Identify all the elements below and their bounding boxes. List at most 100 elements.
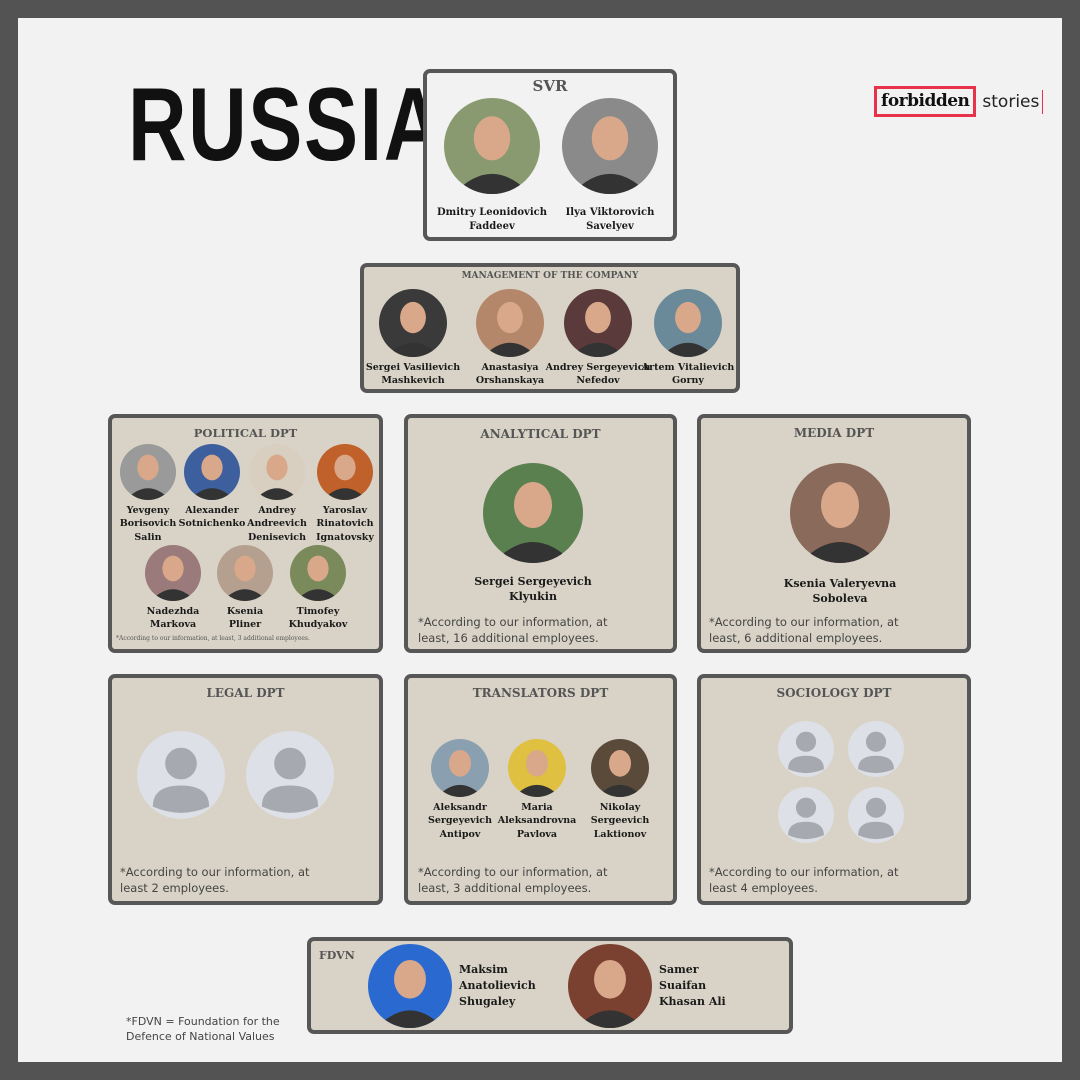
portrait-photo — [654, 289, 722, 357]
footnote-line: Defence of National Values — [126, 1030, 275, 1043]
name-line: Anastasiya — [481, 362, 539, 373]
name-line: Nikolay — [599, 802, 641, 813]
name-line: Markova — [149, 619, 197, 631]
name-line: Yevgeny — [126, 505, 170, 516]
name-line: Rinatovich — [316, 518, 374, 530]
name-line: Dmitry Leonidovich — [437, 207, 547, 218]
name-line: Maksim — [459, 963, 508, 976]
note-line: least, 16 additional employees. — [418, 631, 599, 645]
employee-note: *According to our information, at least 4… — [709, 864, 899, 896]
name-line: Pavlova — [516, 828, 558, 840]
placeholder-avatar-icon — [778, 721, 834, 777]
note-line: *According to our information, at — [709, 615, 899, 629]
name-line: Sergeevich — [590, 815, 650, 827]
portrait-photo — [444, 98, 540, 194]
portrait-photo — [591, 739, 649, 797]
name-line: Aleksandrovna — [497, 815, 577, 827]
name-line: Sotnichenko — [178, 518, 246, 530]
portrait-photo — [790, 463, 890, 563]
name-line: Khasan Ali — [659, 995, 726, 1008]
employee-note: *According to our information, at least, … — [418, 614, 608, 646]
name-line: Nadezhda — [146, 606, 200, 617]
placeholder-avatar-icon — [778, 787, 834, 843]
name-line: Shugaley — [459, 995, 516, 1008]
portrait-photo — [290, 545, 346, 601]
name-line: Samer — [659, 963, 699, 976]
name-line: Gorny — [672, 375, 704, 387]
analytical-title: ANALYTICAL DPT — [480, 427, 601, 441]
page-title: RUSSIA — [128, 67, 444, 183]
note-line: least 4 employees. — [709, 881, 818, 895]
name-line: Orshanskaya — [475, 375, 545, 387]
portrait-photo — [120, 444, 176, 500]
portrait-photo — [564, 289, 632, 357]
name-line: Yaroslav — [322, 505, 368, 516]
footnote-line: *FDVN = Foundation for the — [126, 1015, 280, 1028]
name-line: Artem Vitalievich — [641, 362, 735, 373]
note-line: *According to our information, at — [709, 865, 899, 879]
name-line: Savelyev — [586, 220, 634, 232]
name-line: Nefedov — [576, 375, 620, 387]
portrait-photo — [568, 944, 652, 1028]
name-line: Andreevich — [247, 518, 307, 530]
portrait-photo — [562, 98, 658, 194]
employee-note: *According to our information, at least,… — [116, 635, 310, 642]
note-line: least, 3 additional employees. — [418, 881, 592, 895]
logo-part2: stories — [976, 89, 1044, 114]
name-line: Ksenia — [226, 606, 264, 617]
name-line: Khudyakov — [288, 619, 348, 631]
portrait-photo — [145, 545, 201, 601]
portrait-photo — [217, 545, 273, 601]
name-line: Ignatovsky — [316, 531, 374, 543]
name-line: Soboleva — [812, 592, 868, 606]
portrait-photo — [483, 463, 583, 563]
name-line: Borisovich — [119, 518, 177, 530]
footnote: *FDVN = Foundation for the Defence of Na… — [126, 1014, 280, 1044]
portrait-photo — [476, 289, 544, 357]
note-line: *According to our information, at — [120, 865, 310, 879]
name-line: Maria — [521, 802, 553, 813]
legal-title: LEGAL DPT — [206, 686, 285, 700]
name-line: Sergei Sergeyevich — [474, 575, 592, 588]
sociology-title: SOCIOLOGY DPT — [776, 686, 892, 700]
name-line: Suaifan — [659, 979, 707, 992]
translators-title: TRANSLATORS DPT — [472, 686, 609, 700]
political-title: POLITICAL DPT — [193, 426, 298, 440]
name-line: Sergeyevich — [428, 815, 492, 827]
media-title: MEDIA DPT — [793, 426, 875, 440]
name-line: Alexander — [185, 505, 239, 516]
name-line: Faddeev — [469, 220, 515, 232]
name-line: Aleksandr — [433, 802, 487, 813]
name-line: Salin — [134, 531, 162, 543]
placeholder-avatar-icon — [848, 721, 904, 777]
sociology-box: SOCIOLOGY DPT — [697, 674, 971, 905]
fdvn-title: FDVN — [319, 949, 355, 962]
name-line: Denisevich — [247, 531, 306, 543]
name-line: Klyukin — [509, 590, 557, 604]
name-line: Ksenia Valeryevna — [783, 577, 897, 590]
portrait-photo — [431, 739, 489, 797]
name-line: Andrey — [258, 505, 296, 516]
placeholder-avatar-icon — [246, 731, 334, 819]
name-line: Timofey — [296, 606, 340, 617]
name-line: Mashkevich — [381, 375, 445, 387]
note-line: *According to our information, at — [418, 615, 608, 629]
logo-part1: forbidden — [874, 86, 977, 117]
